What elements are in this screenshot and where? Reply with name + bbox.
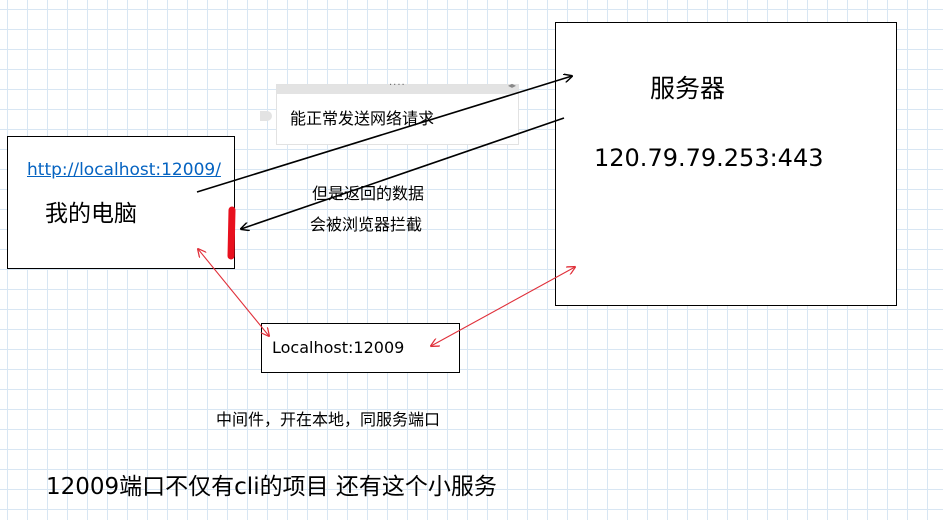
response-blocked-line1: 但是返回的数据 bbox=[312, 184, 425, 203]
request-ok-annotation: 能正常发送网络请求 bbox=[290, 109, 435, 128]
note-panel-title-bar[interactable]: ···· ◂▸ bbox=[277, 80, 518, 94]
middleware-box bbox=[261, 323, 460, 373]
middleware-caption: 中间件，开在本地，同服务端口 bbox=[216, 410, 441, 429]
drag-handle-icon[interactable]: ···· bbox=[389, 80, 406, 91]
server-address: 120.79.79.253:443 bbox=[594, 144, 824, 172]
expand-arrows-icon[interactable]: ◂▸ bbox=[507, 81, 516, 90]
computer-url-link[interactable]: http://localhost:12009/ bbox=[27, 160, 221, 180]
response-blocked-line2: 会被浏览器拦截 bbox=[310, 215, 423, 234]
computer-label: 我的电脑 bbox=[45, 201, 137, 227]
note-panel-tab-icon bbox=[260, 111, 272, 121]
footer-note: 12009端口不仅有cli的项目 还有这个小服务 bbox=[46, 474, 497, 500]
middleware-label: Localhost:12009 bbox=[272, 338, 405, 357]
server-title: 服务器 bbox=[650, 74, 726, 103]
